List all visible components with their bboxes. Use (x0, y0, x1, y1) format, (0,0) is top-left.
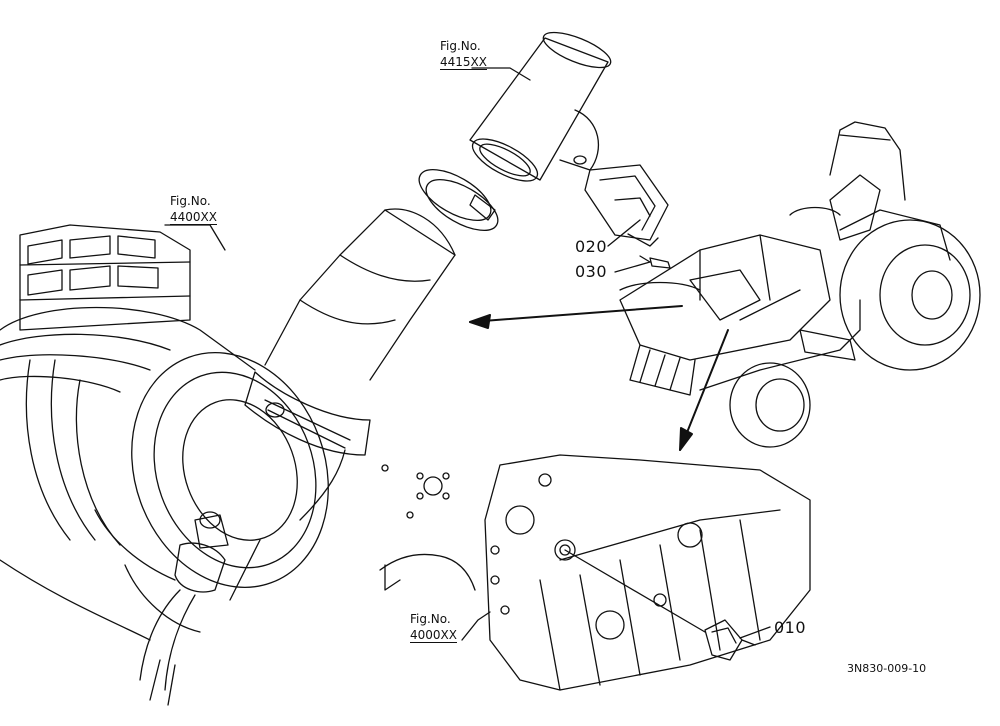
callout-arrows (469, 305, 729, 451)
engine-block-drawing (379, 454, 811, 691)
part-label-020: 020 (575, 237, 608, 256)
drawing-code: 3N830-009-10 (847, 662, 927, 675)
fig-label-4415-title: Fig.No. (440, 39, 481, 53)
sensor-020-drawing (584, 164, 669, 247)
fig-number-4400: 4400XX (170, 210, 217, 225)
sensor-010-drawing (564, 549, 756, 661)
bolt-030-drawing (639, 255, 671, 269)
fig-label-4415: Fig.No. 4415XX (440, 40, 487, 70)
air-cleaner-drawing (469, 31, 612, 182)
fig-number-4000: 4000XX (410, 628, 457, 643)
leader-lines (164, 67, 771, 641)
fig-label-4000: Fig.No. 4000XX (410, 613, 457, 643)
fig-label-4000-title: Fig.No. (410, 612, 451, 626)
tractor-drawing (619, 121, 981, 448)
fig-label-4400-title: Fig.No. (170, 194, 211, 208)
part-label-030: 030 (575, 262, 608, 281)
fig-number-4415: 4415XX (440, 55, 487, 70)
fig-label-4400: Fig.No. 4400XX (170, 195, 217, 225)
intake-assembly-drawing (0, 168, 499, 706)
part-label-010: 010 (774, 618, 807, 637)
